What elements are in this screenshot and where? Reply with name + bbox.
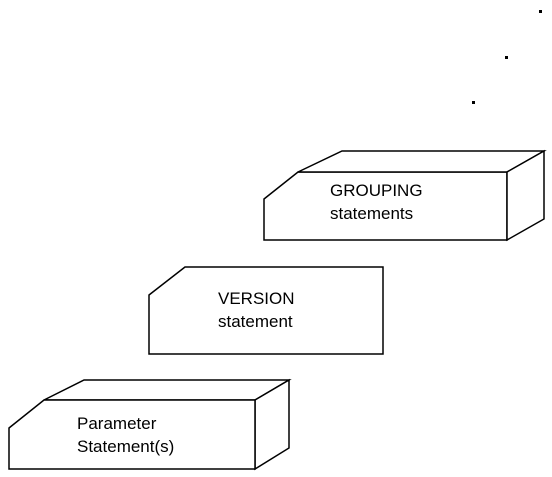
- grouping-subtitle: statements: [330, 204, 414, 223]
- grouping-top-face: [297, 150, 547, 173]
- version-statement-label: VERSION statement: [218, 287, 295, 333]
- continuation-dot: [472, 101, 475, 104]
- version-subtitle: statement: [218, 312, 293, 331]
- version-block: [148, 266, 384, 355]
- parameter-title: Parameter: [77, 414, 157, 433]
- parameter-block: [8, 378, 292, 471]
- continuation-dot: [539, 10, 542, 13]
- grouping-block: [263, 149, 547, 242]
- parameter-front-face: [8, 399, 256, 470]
- grouping-side-face: [506, 149, 545, 242]
- continuation-dots: [472, 10, 542, 104]
- parameter-statements-label: Parameter Statement(s): [77, 412, 174, 458]
- version-card: [148, 266, 384, 355]
- version-title: VERSION: [218, 289, 295, 308]
- parameter-top-face: [43, 379, 292, 401]
- parameter-subtitle: Statement(s): [77, 437, 175, 456]
- grouping-title: GROUPING: [330, 181, 423, 200]
- continuation-dot: [505, 56, 508, 59]
- grouping-statements-label: GROUPING statements: [330, 179, 423, 225]
